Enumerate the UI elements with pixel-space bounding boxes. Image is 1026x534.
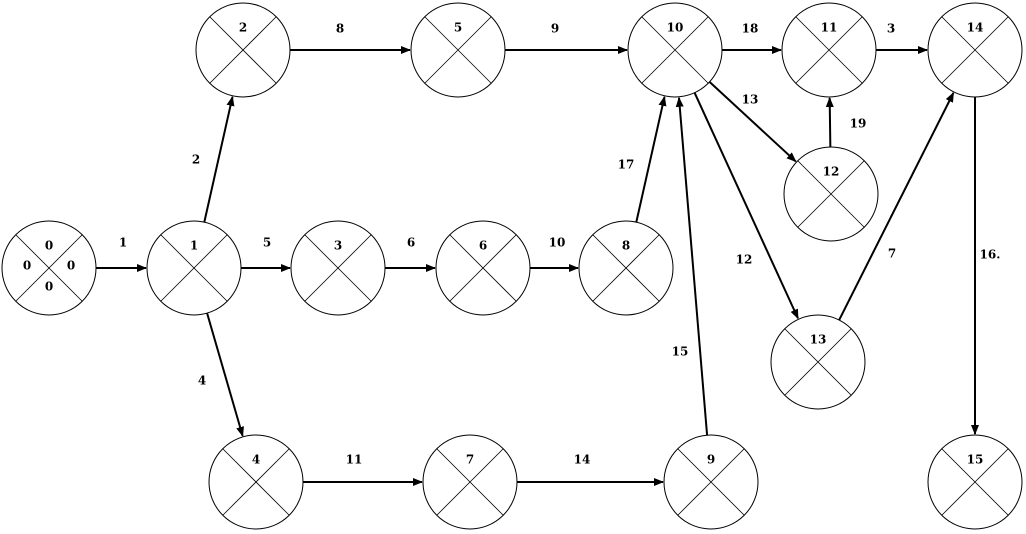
node-divider [209,16,277,84]
edge-label: 13 [742,93,759,107]
node-5: 5 [410,2,506,98]
node-id-label: 9 [707,453,715,467]
node-divider [436,448,504,516]
node-4: 4 [208,434,304,530]
node-divider [795,16,863,84]
edge-label: 18 [742,22,759,36]
edge-label: 2 [192,153,200,167]
node-divider [222,448,290,516]
edge-label: 16. [980,248,1001,262]
edge-label: 6 [407,236,415,250]
node-id-label: 11 [821,21,838,35]
node-id-label: 3 [334,239,342,253]
edge-label: 10 [549,236,566,250]
node-7: 7 [422,434,518,530]
node-divider [784,328,852,396]
edge-label: 15 [672,345,689,359]
edge-label: 3 [887,22,895,36]
node-divider [304,234,372,302]
node-divider [449,234,517,302]
node-1: 1 [146,220,242,316]
node-id-label: 4 [252,453,260,467]
node-divider [15,234,83,302]
edge-label: 5 [263,236,271,250]
node-id-label: 0 [45,239,53,253]
node-id-label: 6 [479,239,487,253]
edge-1-2 [203,95,235,223]
node-divider [592,234,660,302]
node-6: 6 [435,220,531,316]
node-divider [424,16,492,84]
edge-label: 9 [551,22,559,36]
node-id-label: 13 [810,333,827,347]
edge-1-4 [206,312,244,437]
node-10: 10 [627,2,723,98]
edge-label: 12 [736,253,753,267]
node-divider [160,234,228,302]
edge-10-13 [693,92,799,320]
edge-label: 7 [888,247,896,261]
node-12: 12 [783,146,879,242]
node-value-left: 0 [23,259,31,273]
node-id-label: 7 [466,453,474,467]
node-2: 2 [195,2,291,98]
edge-12-11 [825,96,834,148]
node-id-label: 14 [967,21,984,35]
node-15: 15 [927,434,1023,530]
node-id-label: 1 [190,239,198,253]
node-11: 11 [781,2,877,98]
node-3: 3 [290,220,386,316]
node-13: 13 [770,314,866,410]
node-divider [941,448,1009,516]
node-id-label: 5 [454,21,462,35]
edge-label: 11 [346,453,363,467]
edge-10-12 [708,81,797,163]
edge-label: 19 [850,117,867,131]
node-14: 14 [927,2,1023,98]
edge-9-10 [675,96,709,436]
edge-label: 4 [198,374,206,388]
node-id-label: 2 [239,21,247,35]
edge-label: 17 [618,158,635,172]
node-value-right: 0 [67,259,75,273]
edge-label: 14 [574,453,591,467]
edge-label: 1 [119,236,127,250]
node-divider [641,16,709,84]
node-divider [941,16,1009,84]
edge-13-14 [838,91,955,321]
node-9: 9 [663,434,759,530]
node-id-label: 10 [667,21,684,35]
edge-8-10 [635,95,667,223]
node-value-bottom: 0 [45,280,53,294]
node-id-label: 8 [622,239,630,253]
node-divider [677,448,745,516]
edge-label: 8 [336,22,344,36]
node-id-label: 12 [823,165,840,179]
node-id-label: 15 [967,453,984,467]
node-8: 8 [578,220,674,316]
node-divider [797,160,865,228]
